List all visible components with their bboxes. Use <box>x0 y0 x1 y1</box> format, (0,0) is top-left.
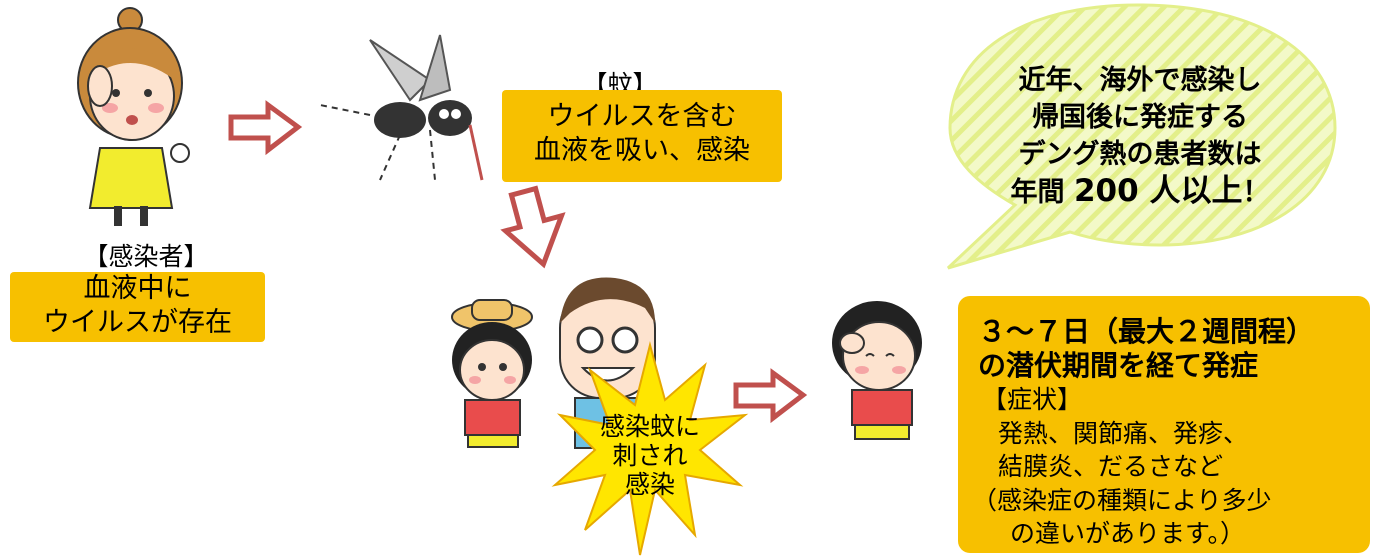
result-line2: の潜伏期間を経て発症 <box>978 349 1259 382</box>
mosquito-illustration <box>319 34 484 181</box>
result-symptom-line2: 結膜炎、だるさなど <box>998 452 1224 481</box>
speech-line3: デング熱の患者数は <box>1018 139 1262 170</box>
result-symptoms-label: 【症状】 <box>982 385 1083 414</box>
mosquito-box: ウイルスを含む 血液を吸い、感染 <box>502 90 782 182</box>
speech-line1: 近年、海外で感染し <box>1018 65 1262 96</box>
daughter-illustration <box>451 299 533 448</box>
bite-burst-shape <box>551 341 749 556</box>
result-line1: ３～７日（最大２週間程） <box>978 315 1315 348</box>
speech-text: 近年、海外で感染し 帰国後に発症する デング熱の患者数は 年間 200 人以上！ <box>990 62 1290 211</box>
infected-woman-illustration <box>77 7 190 226</box>
speech-bubble-shape <box>946 3 1337 270</box>
mosquito-box-line1: ウイルスを含む <box>547 101 737 132</box>
speech-line4-pre: 年間 <box>1010 177 1065 208</box>
arrow-right-icon <box>228 100 303 156</box>
result-box: ３～７日（最大２週間程） の潜伏期間を経て発症 【症状】 発熱、関節痛、発疹、 … <box>958 296 1370 553</box>
mosquito-box-line2: 血液を吸い、感染 <box>534 135 750 166</box>
speech-line2: 帰国後に発症する <box>1032 102 1248 133</box>
speech-line4-post: ！ <box>1242 177 1270 208</box>
speech-line4: 年間 200 人以上！ <box>990 173 1290 211</box>
arrow-down-icon <box>500 185 566 269</box>
bite-line3: 感染 <box>624 470 675 499</box>
infected-label: 【感染者】 <box>83 242 209 271</box>
result-note-line2: の違いがあります。） <box>1010 519 1246 548</box>
sick-girl-illustration <box>832 301 922 440</box>
bite-line1: 感染蚊に <box>599 412 700 441</box>
arrow-right-icon <box>733 368 808 424</box>
speech-line4-big: 200 人以上 <box>1073 173 1243 209</box>
infected-box-line2: ウイルスが存在 <box>43 307 232 338</box>
result-symptom-line1: 発熱、関節痛、発疹、 <box>998 419 1249 448</box>
infected-box-line1: 血液中に <box>83 273 192 304</box>
result-note-line1: （感染症の種類により多少 <box>972 486 1272 515</box>
bite-text: 感染蚊に 刺され 感染 <box>585 412 715 499</box>
bite-line2: 刺され <box>612 441 688 470</box>
infected-box: 血液中に ウイルスが存在 <box>10 272 265 342</box>
